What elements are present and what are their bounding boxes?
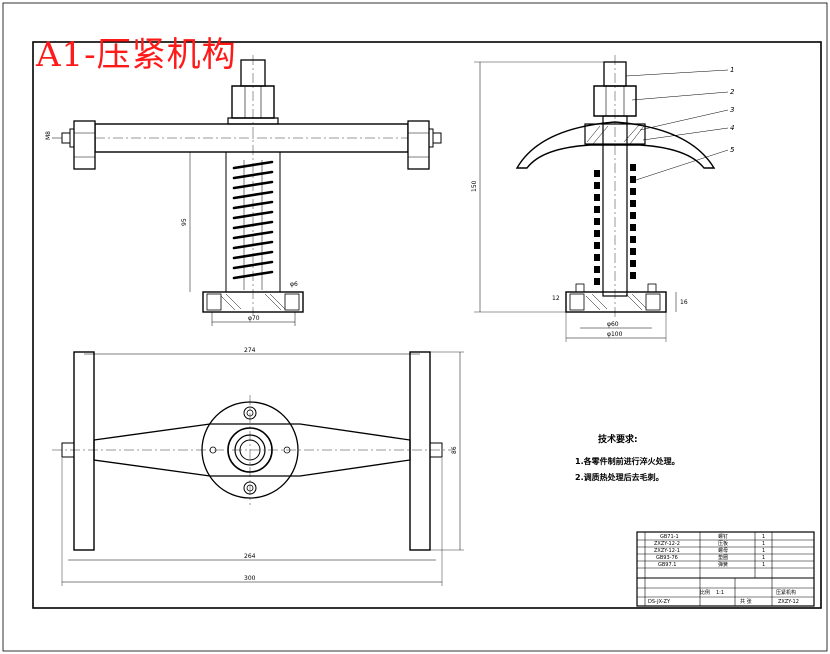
title-block [636,531,815,607]
side-view [474,55,729,342]
inner-frame [32,41,822,609]
tb-name-4: 垫圈 [718,554,728,561]
side-dim-left: 12 [552,295,560,302]
side-dim-inner: φ60 [607,321,619,328]
requirement-2: 2.调质热处理后去毛刺。 [575,472,664,482]
requirement-1: 1.各零件制前进行淬火处理。 [575,456,680,466]
tb-drawing-name: 压紧机构 [776,589,796,596]
top-dim-lower-outer: 300 [244,575,256,582]
tb-code-4: GB93-76 [656,555,678,561]
tb-drawing-code: ZXZY-12 [778,599,799,605]
part-number-callouts: 1 2 3 4 5 [730,66,735,154]
title-block-text: GB71-1 螺钉 1 ZXZY-12-2 压板 1 ZXZY-12-1 螺母 … [648,533,799,605]
tb-code-3: ZXZY-12-1 [654,548,680,554]
tb-qty-2: 1 [762,541,765,547]
tb-code-5: GB97.1 [658,562,676,568]
tb-name-2: 压板 [718,540,728,547]
part-number-4: 4 [730,124,734,132]
tb-school: DS-JX-ZY [648,599,671,605]
tb-name-5: 弹簧 [718,561,728,568]
tb-scale-label: 比例 [700,589,710,596]
top-dim-upper: 274 [244,347,256,354]
tb-qty-5: 1 [762,562,765,568]
part-number-2: 2 [730,88,735,96]
side-dim-right: 16 [680,299,688,306]
tb-qty-3: 1 [762,548,765,554]
front-dim-small: φ6 [290,281,298,288]
side-dim-outer: φ100 [607,331,623,338]
front-dim-side: M8 [45,131,52,140]
tb-name-1: 螺钉 [718,533,728,540]
tb-qty-1: 1 [762,534,765,540]
front-view [52,55,442,326]
tb-scale: 1:1 [716,590,724,596]
tb-code-1: GB71-1 [660,534,679,540]
front-dim-height: 95 [181,218,188,226]
part-number-3: 3 [730,106,734,114]
front-dim-base: φ70 [248,315,260,322]
part-number-5: 5 [730,146,735,154]
tb-qty-4: 1 [762,555,765,561]
part-number-1: 1 [730,66,734,74]
tb-name-3: 螺母 [718,547,728,554]
tb-code-2: ZXZY-12-2 [654,541,680,547]
tb-sheet: 共 张 [740,598,752,605]
requirements-heading: 技术要求: [598,433,638,445]
drawing-title: A1-压紧机构 [36,35,237,75]
top-dim-lower-inner: 264 [244,553,256,560]
side-dim-height: 150 [471,180,478,192]
top-view [52,351,464,586]
top-dim-right: 86 [451,446,458,454]
